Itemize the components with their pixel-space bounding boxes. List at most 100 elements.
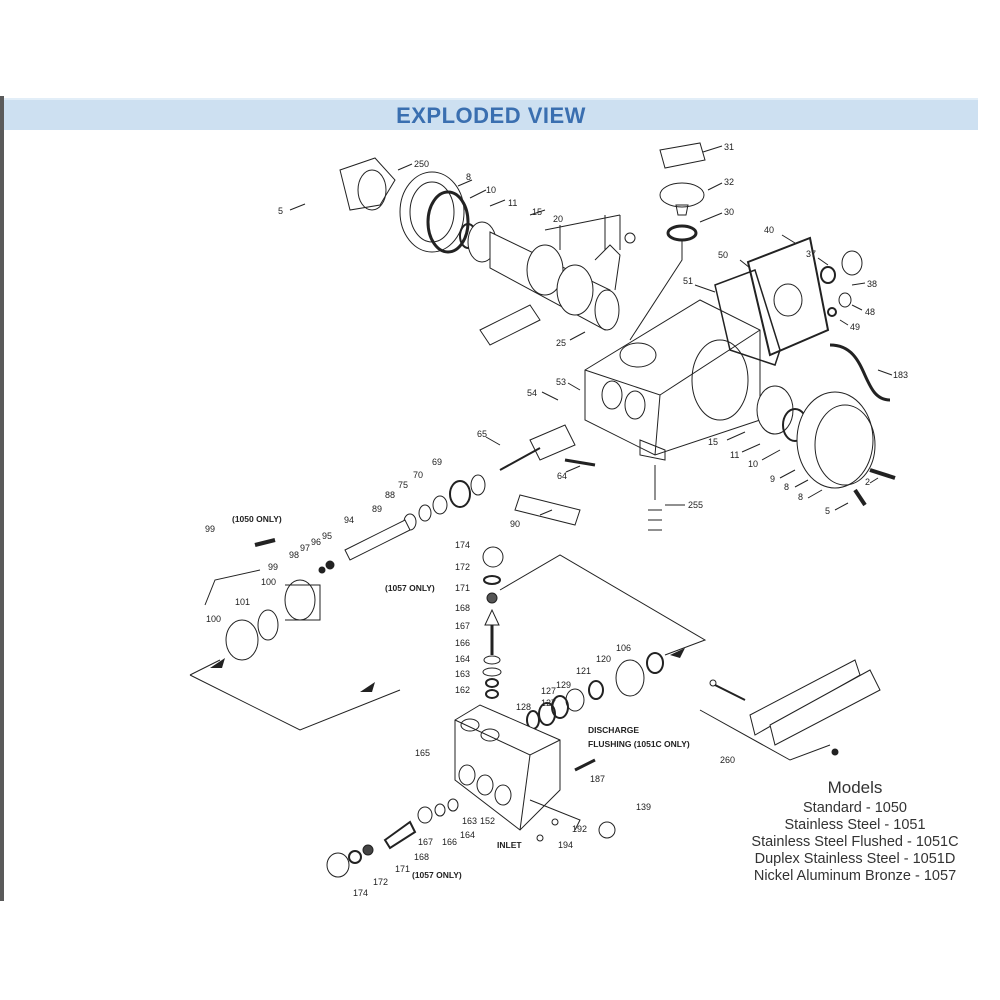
model-item: Nickel Aluminum Bronze - 1057 [753, 868, 957, 884]
part-label: 166 [442, 837, 457, 847]
oil-plug-32 [659, 182, 705, 208]
part-label: 139 [636, 802, 651, 812]
part-label: 10 [486, 185, 496, 195]
part-label: 100 [261, 577, 276, 587]
part-label: 50 [718, 250, 728, 260]
part-label: 10 [748, 459, 758, 469]
note-label: (1050 ONLY) [232, 514, 282, 524]
part-label: 192 [572, 824, 587, 834]
part-label: 49 [850, 322, 860, 332]
part-label: 164 [460, 830, 475, 840]
part-label: 95 [322, 531, 332, 541]
part-label: 163 [462, 816, 477, 826]
hose-183 [829, 343, 891, 402]
part-label: 15 [708, 437, 718, 447]
part-label: 98 [289, 550, 299, 560]
part-label: 97 [300, 543, 310, 553]
part-label: 5 [825, 506, 830, 516]
part-label: 99 [205, 524, 215, 534]
part-label: 174 [353, 888, 368, 898]
bolt-5 [853, 488, 867, 507]
note-label: (1057 ONLY) [385, 583, 435, 593]
port-label: DISCHARGE [588, 725, 639, 735]
part-label: 168 [414, 852, 429, 862]
part-label: 11 [508, 198, 517, 208]
pin-64 [564, 458, 596, 467]
part-label: 65 [477, 429, 487, 439]
crankshaft-part [479, 231, 621, 346]
part-label: 8 [798, 492, 803, 502]
part-label: 171 [455, 583, 470, 593]
part-label: 94 [344, 515, 354, 525]
part-label: 70 [413, 470, 423, 480]
assembly-bracket-line [189, 674, 401, 731]
part-label: 38 [867, 279, 877, 289]
part-label: 9 [770, 474, 775, 484]
o-ring-10 [426, 190, 470, 254]
part-label: 15 [532, 207, 542, 217]
section-header: EXPLODED VIEW [4, 98, 978, 130]
part-label: 128 [516, 702, 531, 712]
part-label: 99 [268, 562, 278, 572]
models-title: Models [827, 778, 883, 797]
part-label: 187 [590, 774, 605, 784]
model-item: Stainless Steel Flushed - 1051C [751, 834, 959, 850]
part-label: 40 [764, 225, 774, 235]
part-label: 100 [206, 614, 221, 624]
part-label: 162 [455, 685, 470, 695]
seal-retainer-100 [225, 619, 259, 661]
part-label: 37 [806, 249, 816, 259]
part-label: 11 [730, 450, 739, 460]
part-label: 172 [373, 877, 388, 887]
part-label: 101 [235, 597, 250, 607]
part-label: 53 [556, 377, 566, 387]
part-label: 163 [455, 669, 470, 679]
port-label: FLUSHING (1051C ONLY) [588, 739, 690, 749]
bearing-cover-right [756, 385, 876, 489]
part-label: 171 [395, 864, 410, 874]
part-label: 172 [455, 562, 470, 572]
part-label: 250 [414, 159, 429, 169]
part-label: 129 [556, 680, 571, 690]
mounting-rail-260 [699, 659, 881, 761]
crosshead-90 [514, 494, 581, 526]
part-label: 75 [398, 480, 408, 490]
part-label: 88 [385, 490, 395, 500]
part-label: 165 [415, 748, 430, 758]
part-label: 120 [596, 654, 611, 664]
part-label: 167 [455, 621, 470, 631]
page-title: EXPLODED VIEW [396, 103, 586, 128]
stud-99 [254, 538, 276, 547]
part-label: 64 [557, 471, 567, 481]
rear-cover-50 [746, 236, 830, 357]
part-label: 20 [553, 214, 563, 224]
valve-plug-174 [482, 546, 504, 568]
part-label: 8 [784, 482, 789, 492]
part-label: 166 [455, 638, 470, 648]
part-label: 90 [510, 519, 520, 529]
bolt [624, 232, 636, 244]
part-label: 96 [311, 537, 321, 547]
left-frame-border [0, 96, 4, 901]
drain-255 [648, 465, 662, 531]
model-item: Stainless Steel - 1051 [784, 817, 926, 833]
part-label: 168 [455, 603, 470, 613]
part-label: 89 [372, 504, 382, 514]
connecting-rod-65 [529, 424, 576, 461]
manifold-165 [454, 704, 561, 831]
part-label: 30 [724, 207, 734, 217]
arrow-icon [670, 648, 685, 658]
part-label: 2 [865, 477, 870, 487]
arrow-icon [210, 658, 225, 668]
arrow-icon [360, 682, 375, 692]
part-label: 174 [455, 540, 470, 550]
oil-cap-31 [659, 142, 706, 169]
plunger-94 [344, 519, 411, 561]
part-label: 127 [541, 698, 556, 708]
part-label: 194 [558, 840, 573, 850]
bolt-group [544, 214, 621, 250]
part-label: 54 [527, 388, 537, 398]
part-label: 106 [616, 643, 631, 653]
assembly-bracket-line [499, 554, 707, 656]
